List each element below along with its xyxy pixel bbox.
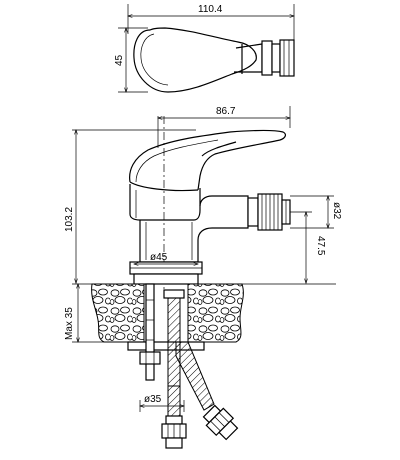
- lever-top-outline: [133, 27, 257, 93]
- top-nozzle: [279, 39, 295, 77]
- supply-assembly: ø35: [139, 283, 239, 449]
- countertop-section: Max 35: [64, 283, 244, 351]
- top-width-label: 110.4: [198, 4, 223, 15]
- top-view: 110.4 45: [114, 4, 295, 93]
- stud-nut: [139, 351, 161, 365]
- outlet-diameter-label: ø32: [331, 202, 342, 220]
- outlet-collar: [247, 197, 259, 227]
- hole-diameter-label: ø35: [144, 394, 162, 405]
- hose-top-fitting: [163, 289, 185, 299]
- spout-reach-label: 86.7: [216, 106, 236, 117]
- threaded-stud: [145, 283, 155, 381]
- mounting-washer: [127, 341, 205, 351]
- body-diameter-label: ø45: [150, 252, 168, 263]
- cartridge-body: [129, 184, 201, 221]
- countertop-right: [187, 283, 244, 343]
- front-view: 86.7 103.2 ø32: [64, 106, 342, 298]
- base-ring: [133, 273, 199, 285]
- braided-hose-angled: [175, 341, 215, 411]
- lever-handle: [129, 129, 286, 191]
- outlet-height-label: 47.5: [315, 236, 326, 256]
- straight-hose-nut: [165, 415, 183, 425]
- angled-hose-end: [202, 404, 239, 441]
- top-height-label: 45: [114, 54, 125, 66]
- top-collar: [261, 40, 273, 76]
- countertop-left: [91, 283, 145, 343]
- total-height-label: 103.2: [64, 207, 75, 232]
- faucet-body: [139, 195, 249, 263]
- max-thickness-label: Max 35: [64, 307, 75, 340]
- braided-hose-straight: [167, 289, 181, 387]
